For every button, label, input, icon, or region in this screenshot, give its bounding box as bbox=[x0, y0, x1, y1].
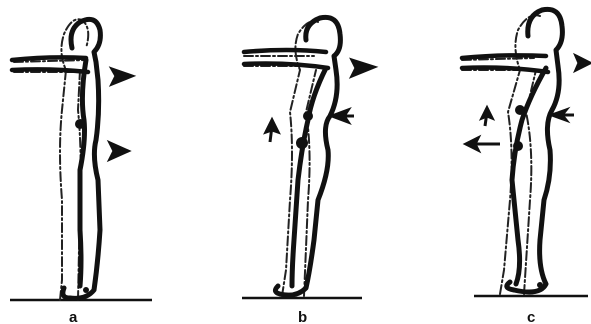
upper-dot-b bbox=[303, 111, 313, 121]
panel-label-a: a bbox=[69, 309, 78, 324]
arrow-right-upper-a bbox=[112, 69, 132, 84]
foot-dot-a bbox=[83, 287, 89, 293]
lower-dot-b bbox=[296, 137, 308, 149]
panel-c: c bbox=[462, 9, 590, 324]
panel-label-c: c bbox=[527, 309, 535, 324]
panel-b: b bbox=[242, 17, 374, 324]
panel-label-b: b bbox=[298, 309, 307, 324]
arrow-right-c bbox=[576, 56, 590, 70]
arrow-right-lower-a bbox=[110, 143, 128, 159]
foot-dot-c bbox=[537, 282, 543, 288]
reference-outline-a bbox=[14, 19, 88, 300]
arm-b bbox=[244, 50, 328, 68]
figure-outline-b bbox=[275, 17, 340, 295]
arrow-right-b bbox=[352, 60, 374, 76]
arm-a bbox=[12, 57, 88, 72]
upper-dot-c bbox=[515, 105, 525, 115]
center-dot-a bbox=[75, 119, 85, 129]
lower-dot-c bbox=[513, 141, 523, 151]
panel-a: a bbox=[10, 19, 152, 324]
